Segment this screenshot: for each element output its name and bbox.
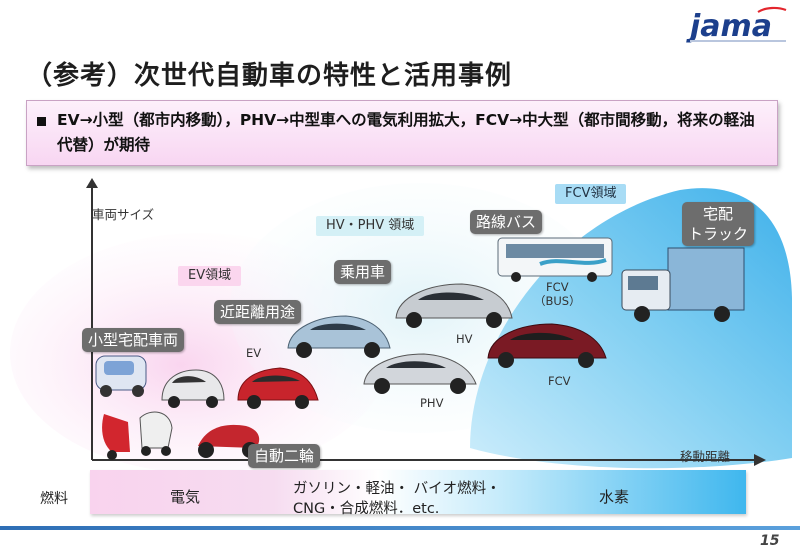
fuel-label: 燃料 [40,491,68,507]
x-axis-arrow-icon [754,454,766,466]
logo-text: jama [686,9,772,44]
small-delivery-tag: 小型宅配車両 [82,328,185,352]
personal-mobility-red-icon [102,414,130,460]
jama-logo: jama [686,6,787,44]
y-axis-arrow-icon [86,178,98,188]
ev-region-label: EV領域 [178,266,242,286]
delivery-truck-tag-line1: 宅配 [703,205,734,223]
delivery-truck-tag-line2: トラック [688,225,749,243]
page-title: （参考）次世代自動車の特性と活用事例 [26,61,513,91]
phv-caption: PHV [420,396,444,410]
square-bullet-icon [37,117,46,126]
vehicle-diagram: EV領域 HV・PHV 領域 FCV領域 小型宅配車両 近距離用途 乗用車 路線… [0,178,800,478]
page-number: 15 [760,533,780,549]
compact-ev-car-icon [161,369,225,408]
phv-car-icon [363,353,477,394]
ev-leaf-car-icon [287,315,391,358]
fcv-bus-caption: FCV （BUS） [534,280,581,308]
y-axis-label: 車両サイズ [92,207,155,222]
hv-caption: HV [456,332,473,346]
short-distance-tag: 近距離用途 [214,300,302,324]
ev-caption: EV [246,346,262,360]
fuel-conventional-line1: ガソリン・軽油・ バイオ燃料・ [293,481,501,497]
route-bus-tag: 路線バス [470,210,543,234]
hv-car-icon [395,283,513,328]
footer-rule [0,526,800,530]
fcv-bus-icon [497,237,613,282]
summary-box: EV→小型（都市内移動），PHV→中型車への電気利用拡大，FCV→中大型（都市間… [26,100,778,166]
fuel-conventional-line2: CNG・合成燃料．etc. [293,501,440,517]
personal-mobility-white-icon [139,411,173,456]
delivery-truck-tag: 宅配 トラック [682,202,755,246]
summary-text: EV→小型（都市内移動），PHV→中型車への電気利用拡大，FCV→中大型（都市間… [57,111,755,154]
fuel-hydrogen: 水素 [599,488,630,506]
passenger-car-tag: 乗用車 [334,260,392,284]
diagram-canvas [10,178,792,473]
fuel-gradient-bar [90,470,746,514]
mini-ev-car-icon [95,355,147,397]
fcv-region-label: FCV領域 [555,184,627,204]
ev-car-icon [237,367,319,409]
fcv-bus-caption-line1: FCV [546,280,569,294]
delivery-truck-icon [621,247,745,322]
motorcycle-tag: 自動二輪 [248,444,321,468]
fcv-car-icon [487,323,607,368]
hv-phv-region-label: HV・PHV 領域 [316,216,425,236]
fcv-bus-caption-line2: （BUS） [534,294,581,308]
fuel-electric: 電気 [170,488,201,506]
fcv-caption: FCV [548,374,571,388]
x-axis-label: 移動距離 [680,449,731,464]
